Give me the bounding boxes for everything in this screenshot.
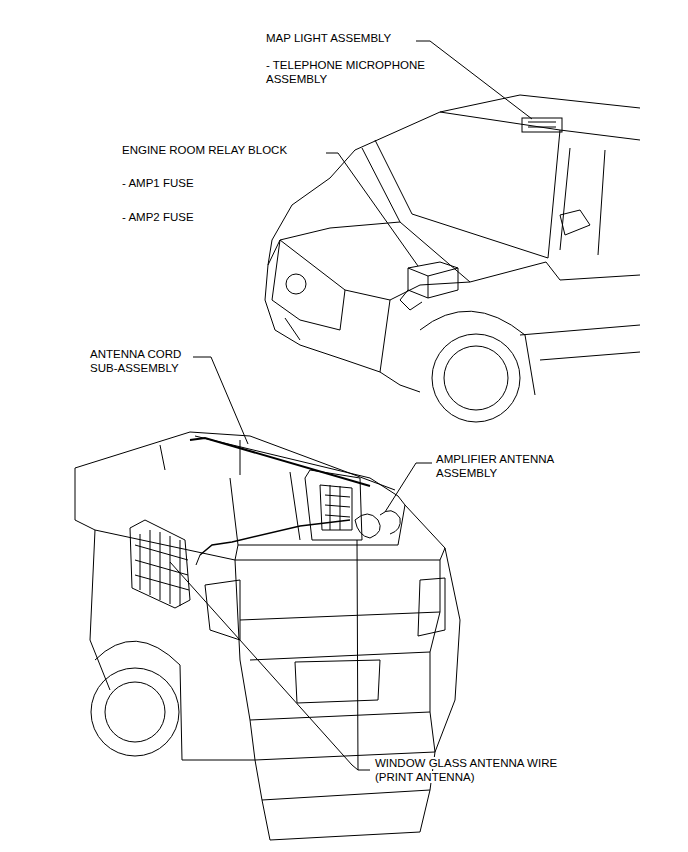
part-label-text: - TELEPHONE MICROPHONE ASSEMBLY [266,59,425,85]
part-label-text: AMPLIFIER ANTENNA ASSEMBLY [436,453,554,479]
part-label: - AMP1 FUSE [122,176,272,190]
part-label-text: MAP LIGHT ASSEMBLY [266,32,391,44]
part-label-text: WINDOW GLASS ANTENNA WIRE (PRINT ANTENNA… [375,757,557,783]
part-label: AMPLIFIER ANTENNA ASSEMBLY [436,452,571,480]
part-label-text: - AMP1 FUSE [122,177,194,189]
part-label-text: ENGINE ROOM RELAY BLOCK [122,144,287,156]
part-label: WINDOW GLASS ANTENNA WIRE (PRINT ANTENNA… [375,756,575,784]
part-label: - AMP2 FUSE [122,210,272,224]
part-label: ANTENNA CORD SUB-ASSEMBLY [90,347,190,375]
part-label-text: ANTENNA CORD SUB-ASSEMBLY [90,348,181,374]
part-label-text: - AMP2 FUSE [122,211,194,223]
front-vehicle [265,95,640,422]
part-label: ENGINE ROOM RELAY BLOCK [122,143,332,157]
part-label: - TELEPHONE MICROPHONE ASSEMBLY [266,58,441,86]
part-label: MAP LIGHT ASSEMBLY [266,31,436,45]
